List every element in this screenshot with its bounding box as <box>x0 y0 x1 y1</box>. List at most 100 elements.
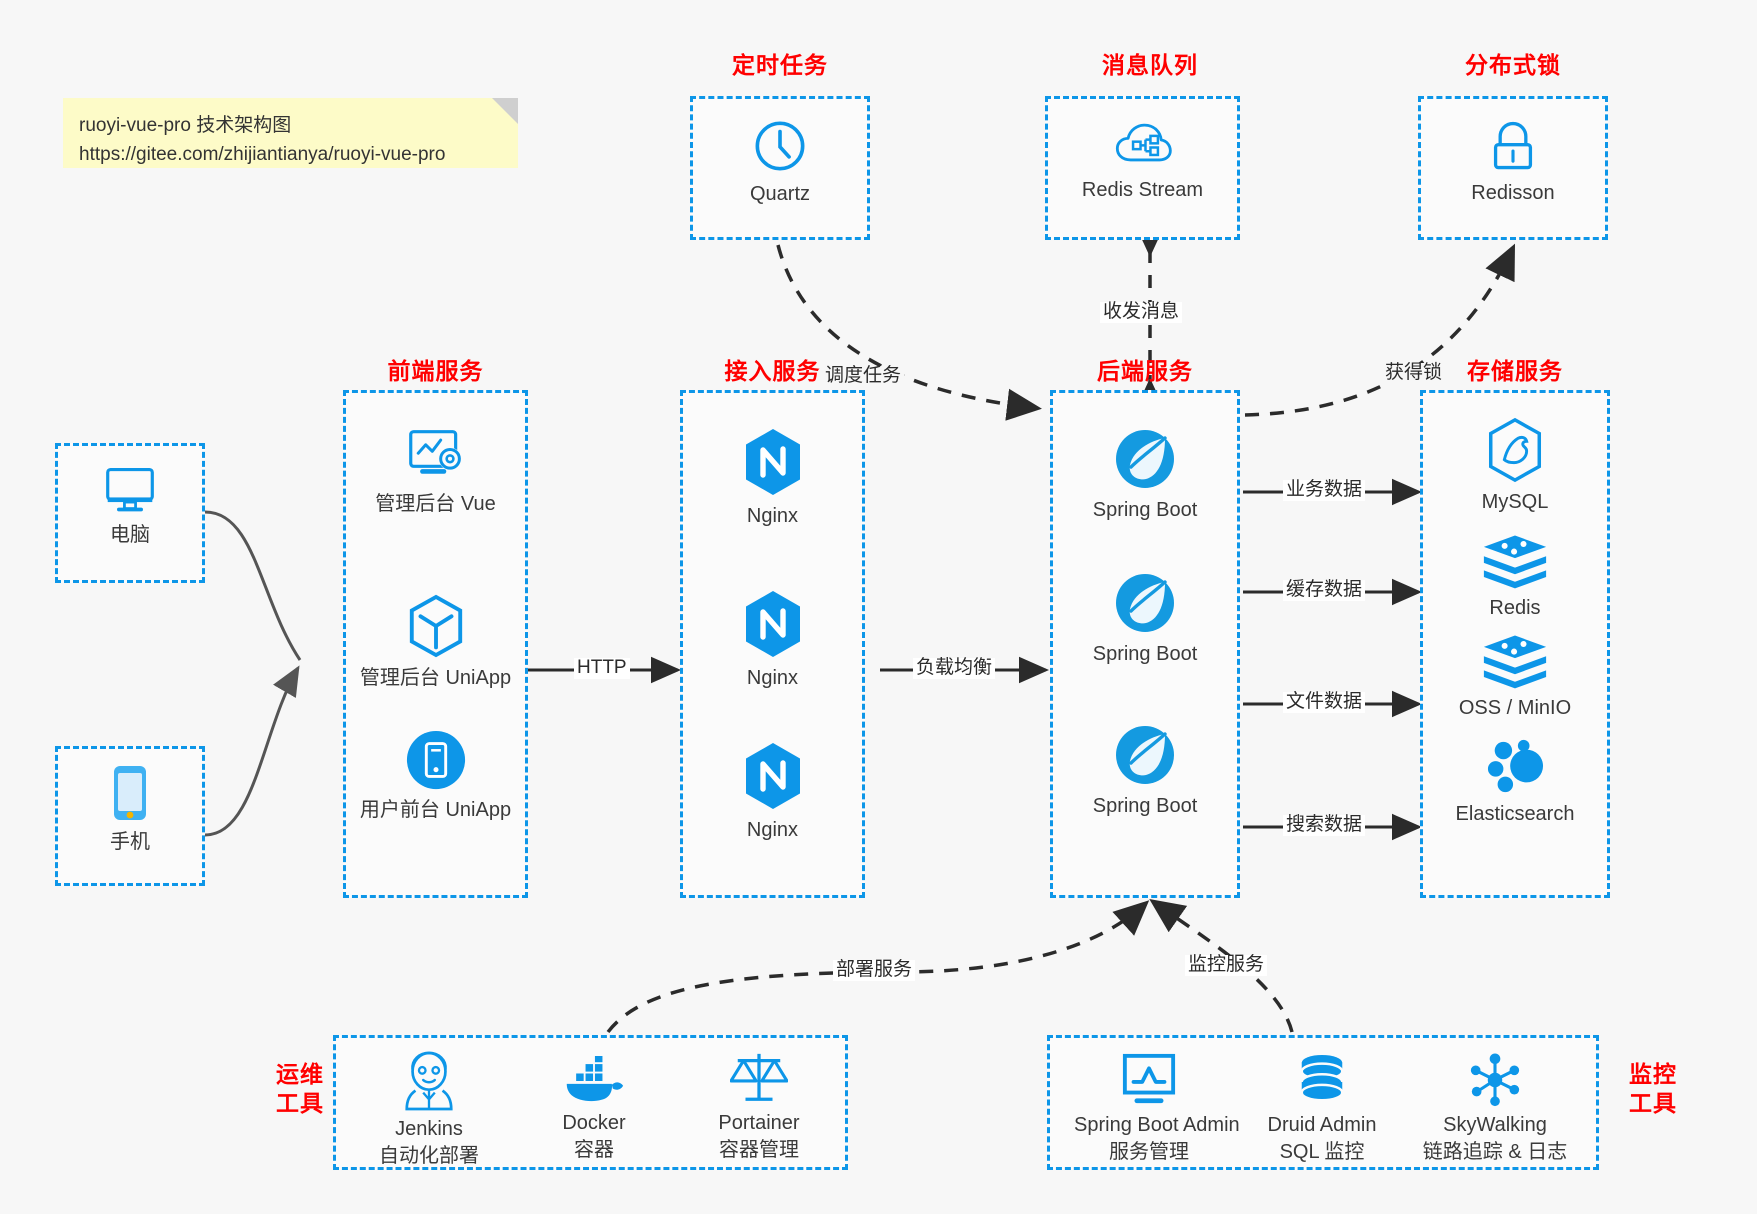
tool-desc-druid-admin: SQL 监控 <box>1279 1141 1365 1163</box>
redis-stack-icon <box>1423 633 1607 689</box>
tool-desc-spring-boot-admin: 服务管理 <box>1109 1141 1189 1163</box>
node-label-spring-boot-1: Spring Boot <box>1092 499 1198 521</box>
tool-skywalking[interactable]: SkyWalking 链路追踪 & 日志 <box>1420 1052 1570 1166</box>
node-nginx-1[interactable]: Nginx <box>683 427 862 529</box>
sticky-note-annotation: ruoyi-vue-pro 技术架构图 https://gitee.com/zh… <box>63 98 518 168</box>
node-redis[interactable]: Redis <box>1423 533 1607 621</box>
group-title-devops: 运维 工具 <box>255 1060 345 1118</box>
tool-name-spring-boot-admin: Spring Boot Admin <box>1074 1114 1240 1136</box>
node-admin-vue[interactable]: 管理后台 Vue <box>346 427 525 517</box>
node-nginx-2[interactable]: Nginx <box>683 589 862 691</box>
note-fold-corner <box>492 98 518 124</box>
node-label-nginx-2: Nginx <box>746 667 799 689</box>
node-label-redisson: Redisson <box>1471 182 1555 204</box>
group-box-gateway: Nginx Nginx Nginx <box>680 390 865 898</box>
edge-label-deploy-service: 部署服务 <box>833 959 916 981</box>
group-box-message-queue: Redis Stream <box>1045 96 1240 240</box>
node-spring-boot-2[interactable]: Spring Boot <box>1053 571 1237 667</box>
edge-label-monitor-service: 监控服务 <box>1185 954 1268 976</box>
node-quartz[interactable]: Quartz <box>693 117 867 207</box>
tool-desc-docker: 容器 <box>574 1139 614 1161</box>
node-label-nginx-3: Nginx <box>746 819 799 841</box>
group-title-monitoring-line1: 监控 <box>1629 1061 1677 1087</box>
tool-docker[interactable]: Docker 容器 <box>519 1054 669 1164</box>
edge-label-load-balance: 负载均衡 <box>913 657 996 679</box>
node-label-user-uniapp: 用户前台 UniApp <box>359 799 512 821</box>
group-title-message-queue: 消息队列 <box>1102 52 1198 78</box>
tool-desc-skywalking: 链路追踪 & 日志 <box>1422 1141 1568 1163</box>
network-nodes-icon <box>1420 1052 1570 1108</box>
group-title-backend: 后端服务 <box>1097 358 1193 384</box>
node-nginx-3[interactable]: Nginx <box>683 741 862 843</box>
group-box-client-desktop: 电脑 <box>55 443 205 583</box>
edge-label-http: HTTP <box>574 657 630 679</box>
spring-boot-icon <box>1053 571 1237 635</box>
group-box-client-phone: 手机 <box>55 746 205 886</box>
node-elasticsearch[interactable]: Elasticsearch <box>1423 737 1607 827</box>
edge-label-file-data: 文件数据 <box>1283 691 1366 713</box>
nginx-icon <box>683 741 862 811</box>
group-box-distributed-lock: Redisson <box>1418 96 1608 240</box>
group-box-backend: Spring Boot Spring Boot Spring Boot <box>1050 390 1240 898</box>
redis-stack-icon <box>1423 533 1607 589</box>
group-title-distributed-lock: 分布式锁 <box>1465 52 1561 78</box>
lock-icon <box>1421 119 1605 174</box>
edge-label-acquire-lock: 获得锁 <box>1382 362 1446 384</box>
node-redisson[interactable]: Redisson <box>1421 119 1605 206</box>
group-box-monitoring: Spring Boot Admin 服务管理 Druid Admin SQL 监… <box>1047 1035 1599 1170</box>
cloud-network-icon <box>1048 119 1237 171</box>
node-spring-boot-3[interactable]: Spring Boot <box>1053 723 1237 819</box>
nginx-icon <box>683 589 862 659</box>
group-title-frontend: 前端服务 <box>387 358 484 384</box>
desktop-monitor-icon <box>58 464 202 516</box>
note-title-line: ruoyi-vue-pro 技术架构图 <box>79 115 292 136</box>
node-label-mysql: MySQL <box>1481 491 1549 513</box>
node-oss-minio[interactable]: OSS / MinIO <box>1423 633 1607 721</box>
group-box-devops: Jenkins 自动化部署 Docker 容器 <box>333 1035 848 1170</box>
clock-icon <box>693 117 867 175</box>
group-title-scheduled-task: 定时任务 <box>732 52 828 78</box>
group-title-gateway: 接入服务 <box>724 358 821 384</box>
node-phone[interactable]: 手机 <box>58 763 202 855</box>
spring-boot-icon <box>1053 723 1237 787</box>
node-label-redis: Redis <box>1489 597 1541 619</box>
elasticsearch-icon <box>1423 737 1607 795</box>
node-label-redis-stream: Redis Stream <box>1081 179 1204 201</box>
node-mysql[interactable]: MySQL <box>1423 417 1607 515</box>
group-title-devops-line2: 工具 <box>276 1089 324 1116</box>
nginx-icon <box>683 427 862 497</box>
edge-label-cache-data: 缓存数据 <box>1283 579 1366 601</box>
mysql-icon <box>1423 417 1607 483</box>
node-admin-uniapp[interactable]: 管理后台 UniApp <box>346 593 525 691</box>
node-label-quartz: Quartz <box>749 183 811 205</box>
tool-name-docker: Docker <box>562 1112 626 1134</box>
group-title-storage: 存储服务 <box>1467 358 1563 384</box>
tool-spring-boot-admin[interactable]: Spring Boot Admin 服务管理 <box>1074 1052 1240 1166</box>
tool-druid-admin[interactable]: Druid Admin SQL 监控 <box>1247 1054 1397 1166</box>
group-box-frontend: 管理后台 Vue 管理后台 UniApp 用户前台 UniApp <box>343 390 528 898</box>
group-box-storage: MySQL Redis <box>1420 390 1610 898</box>
tool-jenkins[interactable]: Jenkins 自动化部署 <box>354 1050 504 1170</box>
node-label-spring-boot-2: Spring Boot <box>1092 643 1198 665</box>
tool-desc-portainer: 容器管理 <box>719 1139 799 1161</box>
tool-name-druid-admin: Druid Admin <box>1267 1114 1377 1136</box>
node-redis-stream[interactable]: Redis Stream <box>1048 119 1237 203</box>
tool-name-skywalking: SkyWalking <box>1443 1114 1547 1136</box>
edge-label-search-data: 搜索数据 <box>1283 814 1366 836</box>
node-user-uniapp[interactable]: 用户前台 UniApp <box>346 729 525 823</box>
hexagon-cube-icon <box>346 593 525 659</box>
tool-portainer[interactable]: Portainer 容器管理 <box>684 1050 834 1164</box>
note-url-line: https://gitee.com/zhijiantianya/ruoyi-vu… <box>79 143 446 165</box>
scales-balance-icon <box>684 1050 834 1106</box>
node-label-phone: 手机 <box>110 831 150 853</box>
node-label-admin-uniapp: 管理后台 UniApp <box>359 667 512 689</box>
node-label-admin-vue: 管理后台 Vue <box>375 493 496 515</box>
node-desktop[interactable]: 电脑 <box>58 464 202 548</box>
tool-desc-jenkins: 自动化部署 <box>379 1145 479 1167</box>
jenkins-butler-icon <box>354 1050 504 1112</box>
node-label-nginx-1: Nginx <box>746 505 799 527</box>
node-spring-boot-1[interactable]: Spring Boot <box>1053 427 1237 523</box>
spring-boot-icon <box>1053 427 1237 491</box>
node-label-oss-minio: OSS / MinIO <box>1458 697 1572 719</box>
